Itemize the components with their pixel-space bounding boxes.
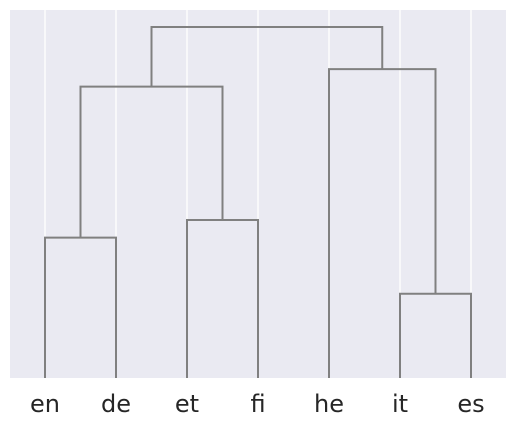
link-en-de-et-fi-he-it-es <box>150 26 384 87</box>
leaf-label-he: he <box>314 390 344 418</box>
leaf-label-it: it <box>392 390 408 418</box>
dendrogram-links <box>44 26 472 378</box>
leaf-labels: en de et fi he it es <box>30 390 485 418</box>
leaf-label-et: et <box>175 390 199 418</box>
leaf-label-es: es <box>457 390 484 418</box>
leaf-label-fi: fi <box>250 390 265 418</box>
leaf-label-de: de <box>101 390 131 418</box>
leaf-label-en: en <box>30 390 60 418</box>
